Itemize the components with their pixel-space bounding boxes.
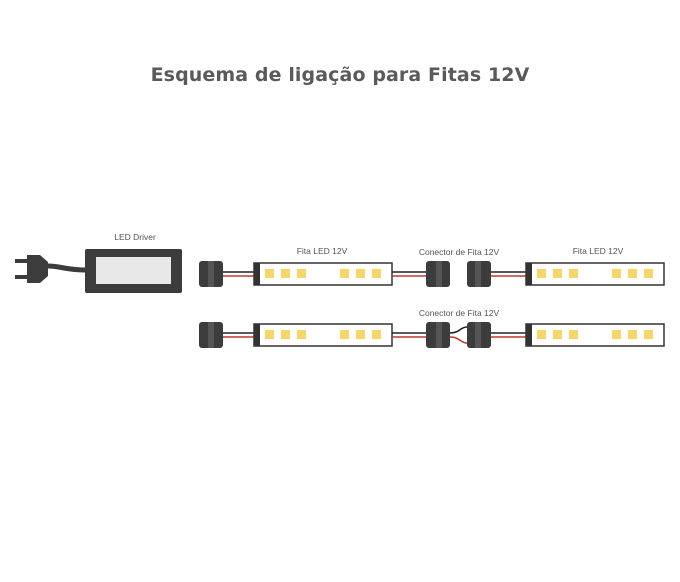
strip-label-row1-right: Fita LED 12V xyxy=(573,246,624,256)
jumper-wire-black xyxy=(449,326,468,334)
led-strip-icon xyxy=(253,323,393,347)
strip-connector-icon xyxy=(199,322,223,348)
power-plug-icon xyxy=(15,255,87,283)
diagram-title: Esquema de ligação para Fitas 12V xyxy=(150,64,530,86)
strip-connector-icon xyxy=(467,322,491,348)
strip-connector-icon xyxy=(426,322,450,348)
driver-label: LED Driver xyxy=(114,232,156,242)
led-driver-icon xyxy=(85,249,182,293)
led-strip-icon xyxy=(253,262,393,286)
strip-connector-icon xyxy=(426,261,450,287)
connector-label-row2: Conector de Fita 12V xyxy=(419,308,500,318)
led-strip-icon xyxy=(525,262,665,286)
strip-label-row1-left: Fita LED 12V xyxy=(297,246,348,256)
strip-connector-icon xyxy=(199,261,223,287)
connector-label-row1: Conector de Fita 12V xyxy=(419,247,500,257)
jumper-wire-red xyxy=(449,336,468,344)
led-strip-icon xyxy=(525,323,665,347)
strip-connector-icon xyxy=(467,261,491,287)
